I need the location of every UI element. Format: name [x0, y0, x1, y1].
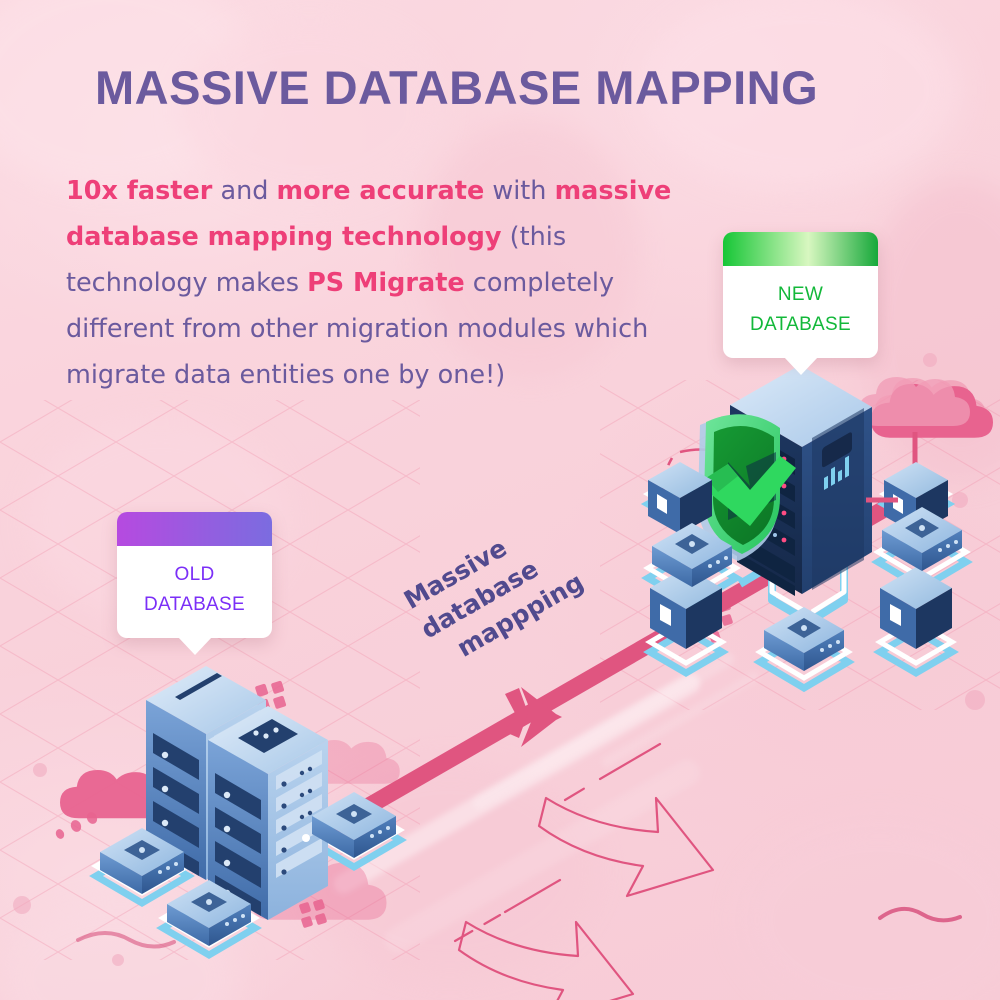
callout-new-label: NEW DATABASE: [723, 266, 878, 358]
callout-new-tail: [783, 357, 818, 375]
copy-tail: completely different from other migratio…: [66, 268, 649, 390]
callout-old-tail: [177, 637, 212, 655]
copy-with: with: [484, 176, 555, 206]
shield-check-icon: [698, 414, 796, 561]
copy-this-technology-makes: (this technology makes: [66, 222, 567, 298]
network-node-icon: [100, 828, 184, 894]
network-node-icon: [167, 880, 251, 946]
cube-icon: [648, 462, 712, 534]
copy-and: and: [212, 176, 277, 206]
network-node-icon: [764, 607, 844, 671]
highlight-ps-migrate: PS Migrate: [307, 268, 465, 298]
network-node-icon: [312, 792, 396, 858]
callout-old-database[interactable]: OLD DATABASE: [117, 512, 272, 655]
callout-old-line1: OLD: [174, 564, 215, 585]
callout-new-line2: DATABASE: [750, 314, 851, 335]
highlight-mapping-technology: massive database mapping technology: [66, 176, 672, 252]
callout-new-line1: NEW: [777, 284, 824, 305]
page-title: MASSIVE DATABASE MAPPING: [95, 61, 819, 114]
callout-old-header-bar: [117, 512, 272, 546]
highlight-10x-faster: 10x faster: [66, 176, 213, 206]
server-rack-icon: [208, 706, 328, 920]
network-node-icon: [652, 523, 732, 587]
callout-old-label: OLD DATABASE: [117, 546, 272, 638]
callout-old-line2: DATABASE: [144, 594, 245, 615]
highlight-more-accurate: more accurate: [276, 176, 485, 206]
callout-new-header-bar: [723, 232, 878, 266]
server-tower-icon: [730, 365, 872, 596]
cube-icon: [880, 567, 952, 649]
chart-bars-icon: [822, 432, 852, 468]
body-paragraph: 10x faster and more accurate with massiv…: [66, 168, 706, 398]
network-node-icon: [882, 507, 962, 571]
callout-new-database[interactable]: NEW DATABASE: [723, 232, 878, 375]
